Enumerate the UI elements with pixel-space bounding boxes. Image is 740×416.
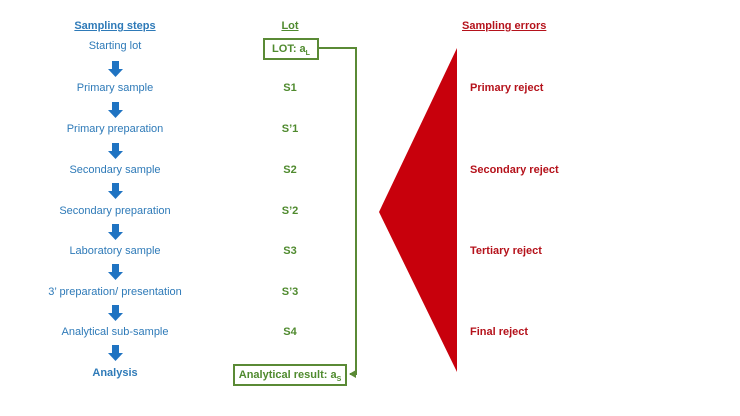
down-arrow-icon (108, 224, 123, 240)
error-secondary-reject: Secondary reject (470, 164, 559, 176)
lot-s-prime-3: S’3 (281, 286, 299, 298)
error-tertiary-reject: Tertiary reject (470, 245, 542, 257)
lot-s-prime-2: S’2 (281, 205, 299, 217)
step-secondary-sample: Secondary sample (69, 164, 161, 176)
down-arrow-icon (108, 264, 123, 280)
lot-start-box: LOT: aL (263, 38, 319, 60)
lot-start-label: LOT: a (272, 43, 306, 55)
step-arrows (108, 61, 123, 361)
step-analysis: Analysis (92, 367, 138, 379)
step-secondary-preparation: Secondary preparation (59, 205, 171, 217)
header-sampling-steps: Sampling steps (74, 20, 156, 32)
down-arrow-icon (108, 102, 123, 118)
analytical-result-box: Analytical result: aS (233, 364, 347, 386)
sampling-error-triangle (379, 48, 457, 372)
header-sampling-errors: Sampling errors (462, 20, 547, 32)
analytical-result-subscript: S (336, 376, 342, 384)
analytical-result-label: Analytical result: a (238, 369, 337, 381)
lot-s3: S3 (283, 245, 297, 257)
lot-s1: S1 (283, 82, 297, 94)
step-analytical-sub-sample: Analytical sub-sample (61, 326, 169, 338)
down-arrow-icon (108, 61, 123, 77)
step-starting-lot: Starting lot (88, 40, 142, 52)
down-arrow-icon (108, 305, 123, 321)
error-final-reject: Final reject (470, 326, 529, 338)
step-laboratory-sample: Laboratory sample (69, 245, 161, 257)
down-arrow-icon (108, 183, 123, 199)
error-primary-reject: Primary reject (470, 82, 544, 94)
lot-s-prime-1: S’1 (281, 123, 299, 135)
step-primary-preparation: Primary preparation (66, 123, 164, 135)
header-lot: Lot (281, 20, 299, 32)
lot-start-subscript: L (305, 50, 310, 58)
step-3-preparation: 3’ preparation/ presentation (48, 286, 182, 298)
down-arrow-icon (108, 345, 123, 361)
lot-s2: S2 (283, 164, 297, 176)
step-primary-sample: Primary sample (76, 82, 154, 94)
lot-s4: S4 (283, 326, 297, 338)
lot-to-result-connector (319, 47, 357, 378)
down-arrow-icon (108, 143, 123, 159)
